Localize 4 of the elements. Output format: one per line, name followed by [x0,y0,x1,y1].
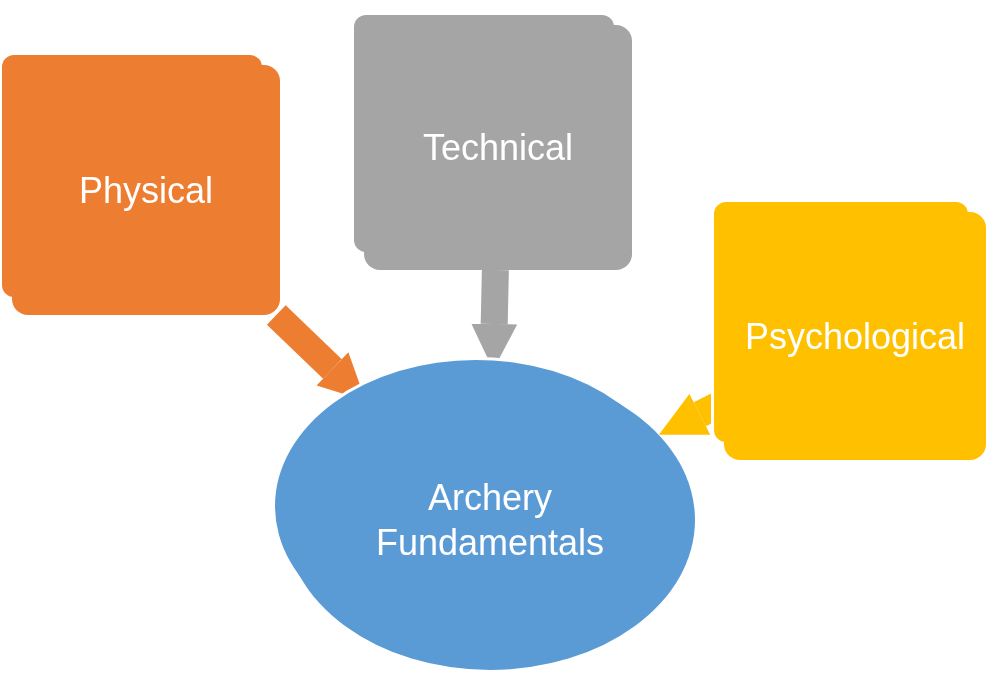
node-label: Archery Fundamentals [374,476,606,565]
node-label: Physical [78,168,214,213]
node-label: Technical [422,126,574,170]
node-label: Psychological [744,314,966,359]
